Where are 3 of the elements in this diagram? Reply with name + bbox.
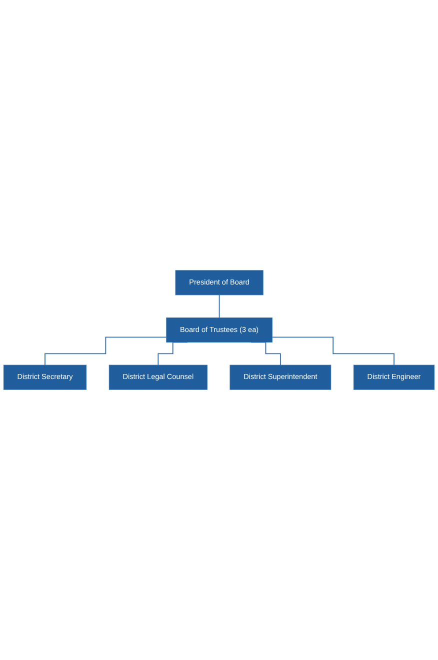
- connector: [44, 336, 167, 366]
- connector: [272, 336, 394, 366]
- connector: [218, 294, 220, 318]
